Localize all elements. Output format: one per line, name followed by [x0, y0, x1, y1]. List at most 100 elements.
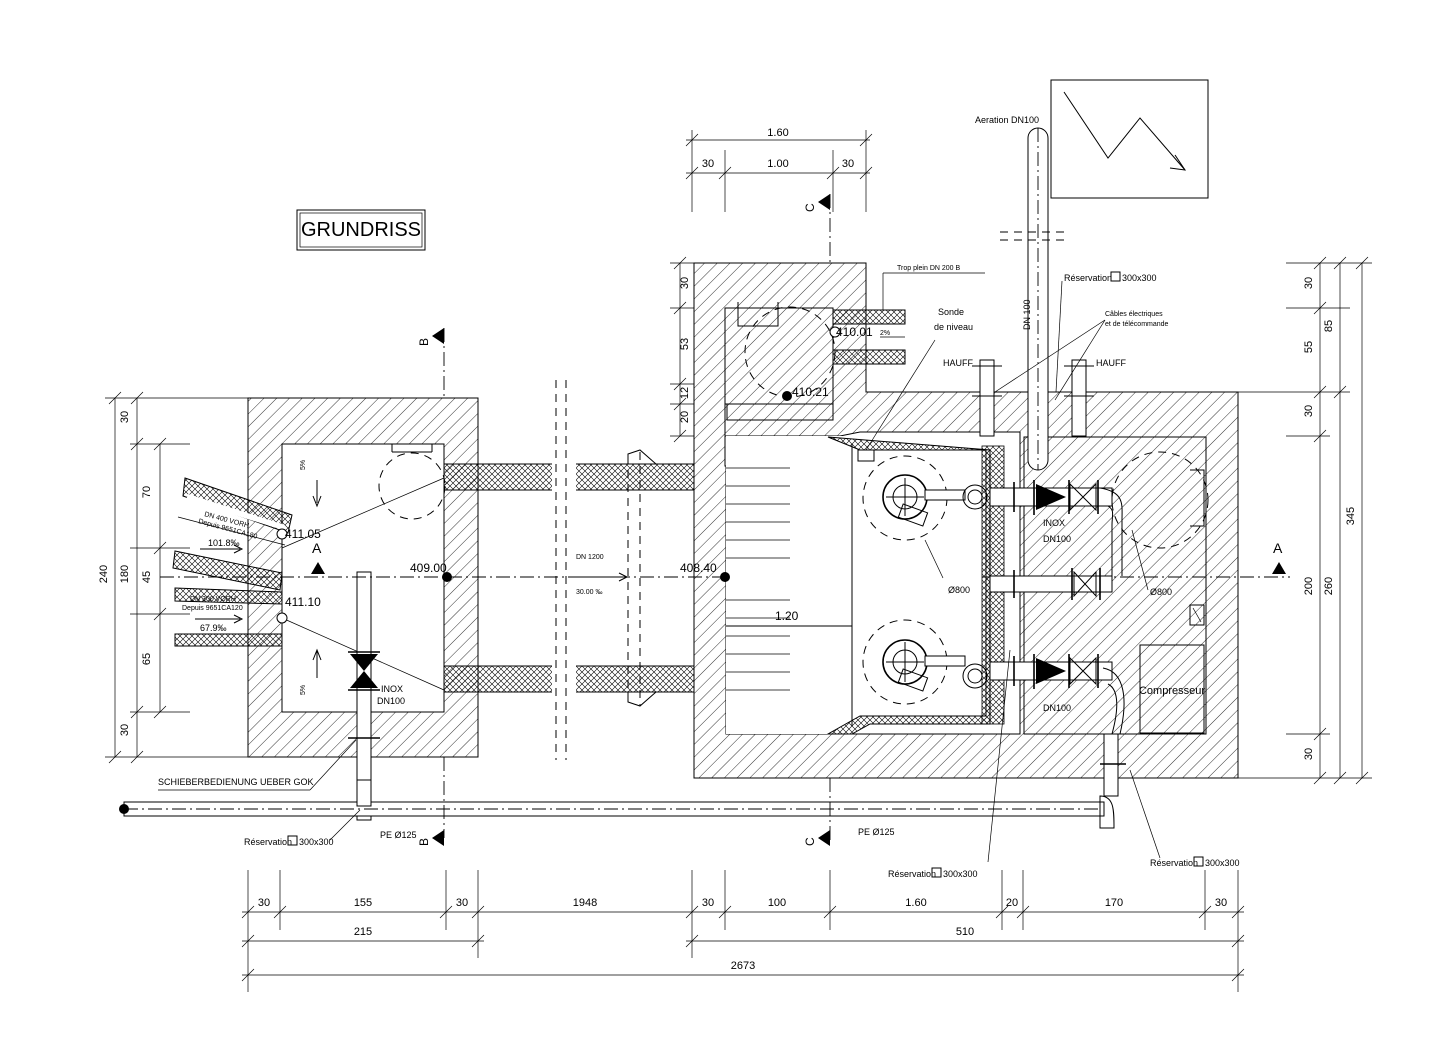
dim-right-345: 345 — [1345, 507, 1357, 525]
cable-annotation: Câbles électriques et de télécommande — [994, 311, 1169, 401]
svg-text:A: A — [1273, 540, 1283, 556]
level-inlet-lower: 411.10 — [285, 595, 321, 609]
section-marker-a-left: A — [311, 540, 325, 574]
dim-bottom-170: 170 — [1105, 897, 1123, 909]
dim-top-mid: 1.00 — [767, 158, 788, 170]
manhole-diameter-right: Ø800 — [1150, 587, 1172, 597]
section-marker-b-top: B — [417, 328, 445, 398]
overflow-pipe: 2% Trop plein DN 200 B 410.01 410.21 — [737, 265, 985, 401]
reservation-left-size: 300x300 — [299, 837, 334, 847]
pe-label-mid: PE Ø125 — [858, 827, 895, 837]
sonde-label: Sonde — [938, 307, 964, 317]
dim-bottom-160: 1.60 — [905, 897, 926, 909]
level-chamber-center: 409.00 — [410, 561, 447, 575]
aeration-pipe: Aeration DN100 DN 100 Réservation 300x30… — [975, 115, 1157, 471]
aeration-label: Aeration DN100 — [975, 115, 1039, 125]
svg-text:C: C — [803, 203, 817, 212]
dim-bottom-510: 510 — [956, 926, 974, 938]
pe-label-left: PE Ø125 — [380, 830, 417, 840]
svg-text:A: A — [312, 540, 322, 556]
dn100-label-left: DN100 — [377, 696, 405, 706]
section-marker-c-bottom: C — [803, 778, 831, 846]
inlet-pipe-dn300 — [172, 550, 283, 647]
dims-right — [1238, 256, 1372, 785]
sonde-label-2: de niveau — [934, 322, 973, 332]
reservation-top-size: 300x300 — [1122, 273, 1157, 283]
dn300-slope: 67.9‰ — [200, 623, 227, 633]
dn1200-label: DN 1200 — [576, 554, 604, 561]
schieber-label: SCHIEBERBEDIENUNG UEBER GOK — [158, 777, 314, 787]
dn100-vertical-label: DN 100 — [1022, 299, 1032, 330]
reservation-labels: Réservation 300x300 Réservation 300x300 … — [158, 649, 1240, 879]
dn300-label: DN 300 VORH — [190, 596, 236, 603]
pe-pipe: PE Ø125 PE Ø125 — [119, 733, 1126, 840]
slope-5-bottom: 5% — [300, 685, 307, 695]
dim-left-70: 70 — [141, 486, 153, 498]
inox-label-left: INOX — [381, 684, 403, 694]
legend-symbol-box — [1050, 79, 1209, 199]
svg-text:C: C — [803, 837, 817, 846]
svg-text:B: B — [417, 838, 431, 846]
overflow-slope: 2% — [880, 330, 890, 337]
discharge-pipework: INOX DN100 DN100 — [989, 480, 1125, 735]
slope-5-top: 5% — [300, 460, 307, 470]
dim-bottom-100: 100 — [768, 897, 786, 909]
dim-top-right: 30 — [842, 158, 854, 170]
length-120: 1.20 — [775, 609, 799, 623]
trop-plein-label: Trop plein DN 200 B — [897, 265, 960, 272]
dn100-label-right-lower: DN100 — [1043, 703, 1071, 713]
dim-bottom-30c: 30 — [702, 897, 714, 909]
reservation-top-label: Réservation — [1064, 273, 1112, 283]
level-step: 410.21 — [792, 385, 829, 399]
dn300-origin-label: Depuis 9651CA120 — [182, 605, 243, 612]
reservation-right-label: Réservation — [1150, 858, 1198, 868]
dim-bottom-1948: 1948 — [573, 897, 597, 909]
pump-upper — [862, 455, 988, 541]
dn1200-slope: 30.00 ‰ — [576, 589, 602, 596]
section-marker-b-bottom: B — [417, 757, 445, 846]
dim-upper-left-53: 53 — [679, 338, 691, 350]
dim-left-240: 240 — [98, 565, 110, 583]
dims-bottom — [241, 870, 1245, 992]
dim-right-85: 85 — [1323, 320, 1335, 332]
pump-lower — [862, 619, 988, 705]
dim-right-200: 200 — [1303, 577, 1315, 595]
dims-upper-left — [670, 256, 694, 443]
level-pump-inlet: 408.40 — [680, 561, 717, 575]
level-pump-inlet-marker — [720, 572, 730, 582]
dim-bottom-20: 20 — [1006, 897, 1018, 909]
dn400-slope: 101.8‰ — [208, 538, 240, 548]
level-markers-left: 411.05 411.10 409.00 — [276, 527, 452, 624]
dim-bottom-155: 155 — [354, 897, 372, 909]
dim-bottom-2673: 2673 — [731, 960, 755, 972]
dim-top-left: 30 — [702, 158, 714, 170]
pump-diameter-left: Ø800 — [948, 585, 970, 595]
dim-right-260: 260 — [1323, 577, 1335, 595]
dim-top-total: 1.60 — [767, 127, 788, 139]
compressor-label: Compresseur — [1139, 685, 1205, 697]
dry-room-equipment: Ø800 Compresseur — [1111, 451, 1209, 734]
dim-bottom-30b: 30 — [456, 897, 468, 909]
left-chamber-valve: INOX DN100 — [348, 571, 405, 821]
dim-left-30b: 30 — [119, 724, 131, 736]
dim-left-30a: 30 — [119, 411, 131, 423]
hauff-sleeves: HAUFF HAUFF — [943, 358, 1126, 437]
dim-right-55: 55 — [1303, 341, 1315, 353]
reservation-mid-size: 300x300 — [943, 869, 978, 879]
dim-left-65: 65 — [141, 653, 153, 665]
dim-bottom-215: 215 — [354, 926, 372, 938]
inox-label-right: INOX — [1043, 518, 1065, 528]
section-marker-c-top: C — [803, 194, 831, 263]
svg-text:B: B — [417, 338, 431, 346]
cables-label-2: et de télécommande — [1105, 321, 1169, 328]
level-overflow: 410.01 — [836, 325, 873, 339]
level-sensor: Sonde de niveau — [857, 307, 973, 462]
page-title: GRUNDRISS — [301, 219, 421, 241]
dn100-label-right-upper: DN100 — [1043, 534, 1071, 544]
dim-upper-left-12: 12 — [679, 387, 691, 399]
inlet-pipe-dn400 — [177, 477, 293, 546]
dim-upper-left-30: 30 — [679, 277, 691, 289]
dim-left-45: 45 — [141, 571, 153, 583]
pump-station-structure — [693, 262, 1239, 779]
